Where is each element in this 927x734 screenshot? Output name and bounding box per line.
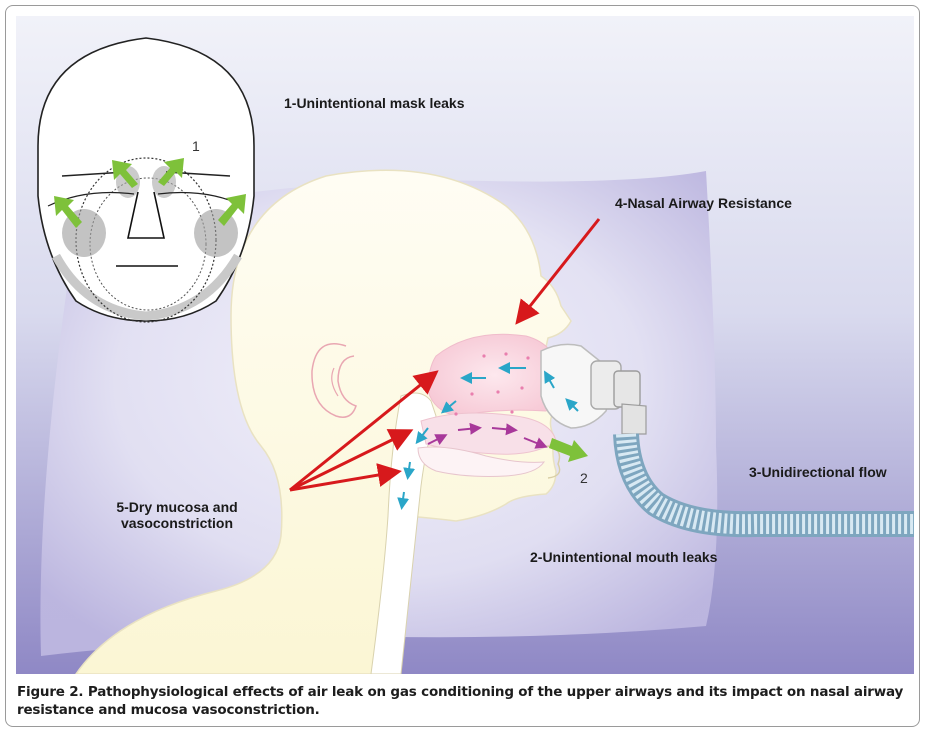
face-nose bbox=[127, 191, 165, 239]
label-mask-leaks: 1-Unintentional mask leaks bbox=[284, 95, 465, 111]
label-unidirectional-flow: 3-Unidirectional flow bbox=[749, 464, 887, 480]
nasal-resistance-pointer bbox=[515, 218, 601, 325]
ventilation-tube-inner bbox=[616, 433, 914, 535]
ear-inner bbox=[331, 367, 339, 397]
nasal-flow-ticks bbox=[454, 352, 530, 416]
mask-elbow bbox=[613, 370, 641, 408]
expiratory-flow-arrows bbox=[427, 422, 548, 449]
ear bbox=[311, 343, 357, 418]
head-profile bbox=[75, 169, 572, 674]
inspiratory-flow-arrows bbox=[397, 362, 579, 510]
face-leak-arrows bbox=[54, 158, 246, 228]
label-mouth-leaks: 2-Unintentional mouth leaks bbox=[530, 549, 718, 565]
chin-strap bbox=[52, 253, 242, 321]
figure-caption: Figure 2. Pathophysiological effects of … bbox=[17, 684, 904, 718]
mouth-marker-2: 2 bbox=[580, 470, 588, 486]
face-marker-1: 1 bbox=[192, 138, 200, 154]
label-dry-mucosa-line1: 5-Dry mucosa and bbox=[116, 499, 238, 515]
label-nasal-resistance: 4-Nasal Airway Resistance bbox=[615, 195, 792, 211]
mouth-leak-arrow bbox=[549, 438, 588, 462]
face-inset bbox=[37, 37, 255, 323]
airway-channel bbox=[370, 392, 437, 674]
diagram-canvas: 1 2 1-Unintentional mask leaks 4-Nasal A… bbox=[16, 16, 914, 674]
mask-elbow-pipe bbox=[621, 403, 647, 435]
dry-mucosa-pointers bbox=[289, 370, 439, 492]
label-dry-mucosa-line2: vasoconstriction bbox=[120, 515, 234, 531]
tongue bbox=[417, 446, 545, 477]
label-dry-mucosa: 5-Dry mucosa and vasoconstriction bbox=[108, 499, 246, 531]
